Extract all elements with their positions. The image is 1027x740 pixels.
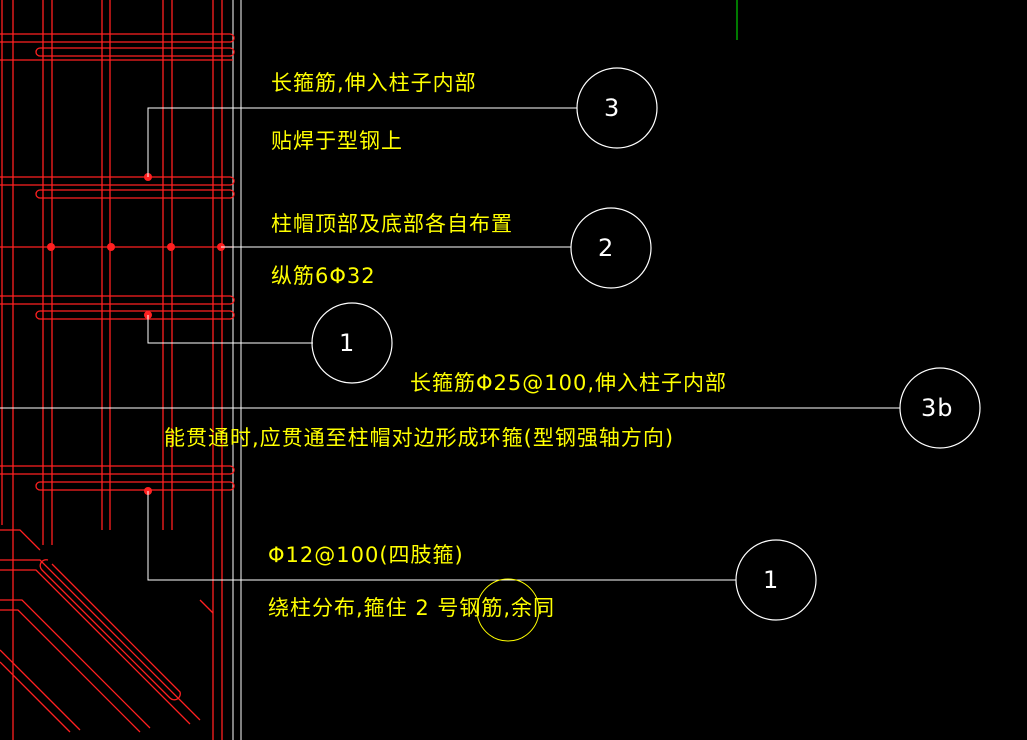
annotation-2-line2: 纵筋6Φ32 [271,264,376,288]
annotation-2-line1: 柱帽顶部及底部各自布置 [271,212,513,236]
vertical-rebar-group [1,0,223,740]
bubble-1a-circle [311,302,393,384]
rebar-dots [47,173,225,495]
rebar-dot [167,243,175,251]
rebar-dot [107,243,115,251]
bubble-2-circle [570,207,652,289]
bubble-3b-label: 3b [921,394,954,422]
bubble-3-circle [576,67,658,149]
reference-bubbles [311,67,981,621]
diagonal-rebar-group [0,529,214,733]
annotation-1b-line2: 绕柱分布,箍住 2 号钢筋,余同 [268,596,556,620]
bubble-1b-label: 1 [763,566,780,594]
leader-1b [147,491,736,581]
rebar-dot [47,243,55,251]
annotation-1b-line1: Φ12@100(四肢箍) [268,543,464,567]
bubble-2-label: 2 [598,234,615,262]
annotation-3-line1: 长箍筋,伸入柱子内部 [271,71,477,95]
leader-3 [147,107,577,177]
stirrup-group [0,33,235,491]
bubble-3b-circle [899,367,981,449]
bubble-3-label: 3 [604,94,621,122]
column-boundary [232,0,242,740]
annotation-3-line2: 贴焊于型钢上 [271,129,403,153]
highlight-circle [476,578,540,642]
annotation-3b-line1: 长箍筋Φ25@100,伸入柱子内部 [410,371,728,395]
leader-lines [0,107,900,581]
bubble-1a-label: 1 [339,329,356,357]
leader-1a [147,315,313,344]
bubble-1b-circle [735,539,817,621]
annotation-3b-line2: 能贯通时,应贯通至柱帽对边形成环箍(型钢强轴方向) [164,426,675,450]
